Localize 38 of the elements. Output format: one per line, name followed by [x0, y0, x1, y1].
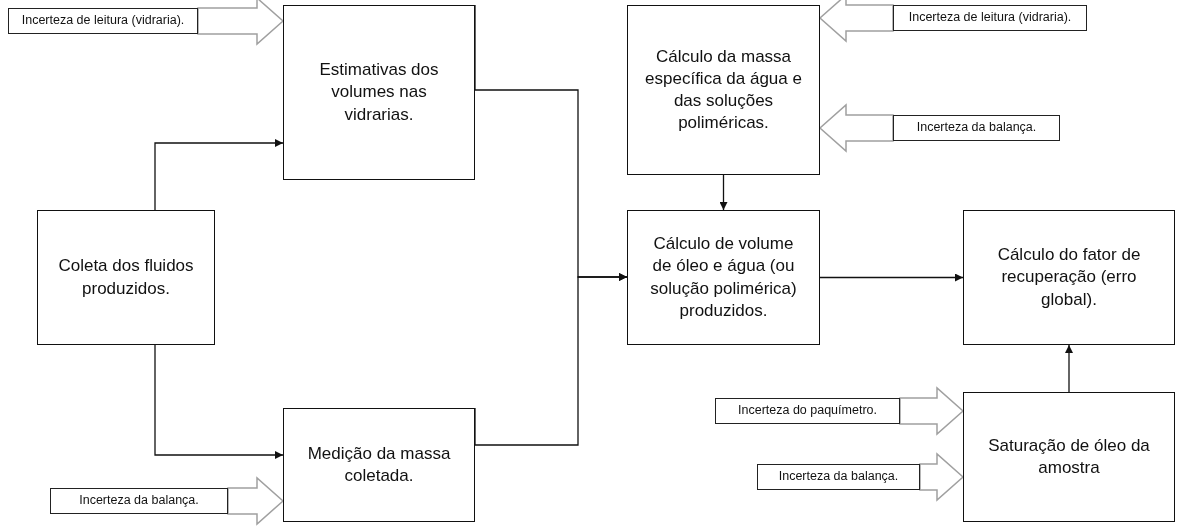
arrow [819, 273, 964, 282]
box-text: Cálculo da massa específica da água e das soluções poliméricas. [644, 45, 803, 135]
box-text: Medição da massa coletada. [306, 442, 452, 487]
note-box [50, 488, 228, 514]
block-arrow [818, 0, 894, 43]
note-box [715, 398, 900, 424]
note-box [893, 5, 1087, 31]
arrow [1065, 344, 1073, 393]
block-arrow [919, 452, 965, 502]
block-arrow [899, 386, 965, 436]
box-text: Estimativas dos volumes nas vidrarias. [318, 59, 440, 126]
arrow [154, 344, 284, 459]
process-box [963, 210, 1175, 345]
note-text: Incerteza de leitura (vidraria). [21, 14, 185, 28]
block-arrow [197, 0, 285, 46]
process-box [963, 392, 1175, 522]
note-box [893, 115, 1060, 141]
arrow [154, 139, 284, 211]
process-box [283, 408, 475, 522]
process-box [627, 210, 820, 345]
box-text: Coleta dos fluidos produzidos. [57, 255, 195, 300]
note-text: Incerteza do paquímetro. [738, 404, 877, 418]
block-arrow [227, 476, 285, 526]
box-text: Cálculo do fator de recuperação (erro global). [996, 244, 1142, 311]
process-box [283, 5, 475, 180]
block-arrow [818, 103, 894, 153]
box-text: Cálculo de volume de óleo e água (ou solução polimérica) produzidos. [649, 233, 798, 322]
note-text: Incerteza da balança. [778, 470, 899, 484]
note-text: Incerteza de leitura (vidraria). [908, 11, 1072, 25]
note-box [8, 8, 198, 34]
arrow [719, 174, 728, 211]
note-text: Incerteza da balança. [916, 121, 1037, 135]
arrow [474, 273, 628, 446]
note-box [757, 464, 920, 490]
process-box [37, 210, 215, 345]
note-text: Incerteza da balança. [79, 494, 199, 508]
process-box [627, 5, 820, 175]
box-text: Saturação de óleo da amostra [987, 434, 1151, 479]
